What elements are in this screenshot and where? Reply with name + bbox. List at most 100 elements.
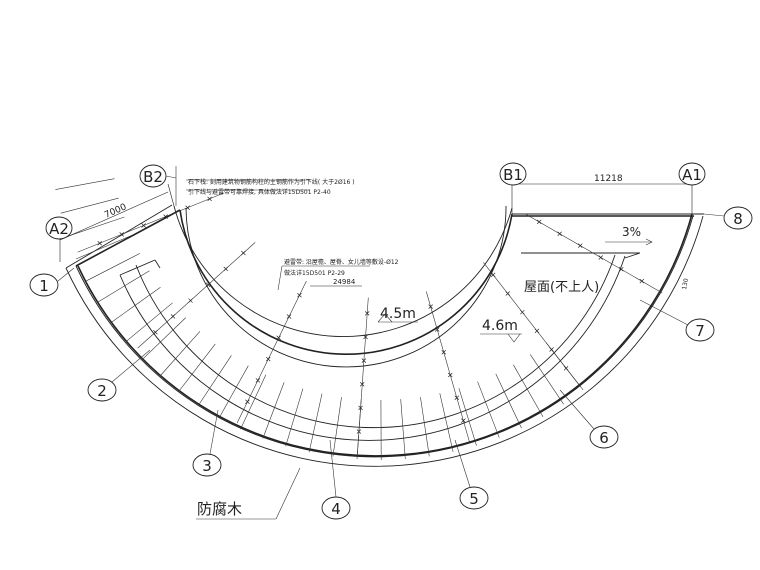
conductor-x-mark [359,382,365,387]
note-conductor-1: 避雷带: 沿屋檐、屋脊、女儿墙等敷设-Ø12 [284,258,399,266]
note-conductor-2: 做法详15D501 P2-29 [284,269,345,277]
conductor-x-mark [266,356,271,362]
conductor-x-mark [286,314,292,319]
conductor-x-mark [461,418,466,423]
conductor-x-mark [188,298,193,303]
conductor-x-mark [441,349,446,355]
dim-a2-b2: 7000 [103,202,128,221]
conductor-x-mark [153,330,158,335]
slat-line [178,343,216,392]
conductor-x-mark [223,266,229,272]
slat-line [86,253,141,282]
slat-line [142,317,187,360]
svg-text:B1: B1 [503,166,523,184]
conductor-x-mark [598,255,603,260]
roof-label: 屋面(不上人) [524,280,599,295]
radial-conductor [357,297,369,456]
conductor-x-mark [141,223,146,228]
grid-bubble-5: 5 [454,439,489,510]
radial-conductor [525,213,663,294]
conductor-x-mark [536,219,542,225]
conductor-x-mark [364,311,370,316]
conductor-x-mark [577,243,583,248]
slat-line [458,388,477,446]
grid-bubble-4: 4 [321,439,351,520]
axis-bubble-A2: A2 [45,216,73,240]
slat-line [439,393,454,452]
dim-side-small: 130 [681,278,690,291]
slat-line [159,331,201,377]
grid-bubble-1: 1 [29,267,75,297]
structure-arcs [65,204,704,467]
conductor-x-mark [563,365,569,371]
conductor-x-mark [428,304,433,309]
lightning-radials [77,192,663,456]
level-mark-1: 4.5m [377,306,418,323]
slat-line [67,216,125,237]
conductor-x-mark [448,372,453,378]
note-downlead-1: 石下栈: 刻用建筑物钢筋构柱的主钢筋作为引下线( 大于2Ø16 ) [188,178,355,186]
dim-arc: 24984 [333,278,356,286]
svg-text:8: 8 [733,210,743,228]
conductor-x-mark [185,205,190,210]
grid-bubble-8: 8 [703,206,753,230]
grid-bubble-7: 7 [639,299,715,342]
slat-line [308,393,323,453]
slat-line [495,373,522,429]
conductor-x-mark [297,292,302,298]
grid-bubble-3: 3 [192,409,222,477]
conductor-x-mark [363,334,368,340]
slat-line [332,397,342,457]
slat-line [55,178,115,190]
conductor-x-mark [454,395,460,401]
conductor-x-mark [97,240,102,246]
svg-text:3: 3 [202,457,212,475]
slat-line [240,374,267,430]
conductor-x-mark [358,405,363,411]
svg-text:4.5m: 4.5m [380,306,416,322]
svg-text:4: 4 [331,500,341,518]
conductor-x-mark [361,358,367,363]
radial-conductor [236,280,307,424]
radial-conductor [77,192,225,253]
conductor-x-mark [619,267,624,272]
slat-line [98,270,150,303]
slat-line [126,302,173,342]
slat-line [60,197,119,214]
conductor-x-mark [205,282,211,287]
slat-line [285,388,304,447]
svg-text:B2: B2 [143,168,163,186]
level-mark-2: 4.6m [480,318,522,343]
slat-line [477,381,500,438]
conductor-x-mark [245,399,250,404]
conductor-x-mark [557,231,562,236]
conductor-x-mark [207,196,212,202]
slat-line [420,396,430,457]
slat-line [218,365,249,419]
dimension-lines [59,178,693,291]
grid-bubble-6: 6 [559,389,619,449]
conductor-x-mark [163,214,168,219]
slope-arrow: 3% [605,225,653,246]
conductor-x-mark [505,291,510,296]
axis-bubble-B1: B1 [499,162,527,186]
svg-text:5: 5 [469,490,479,508]
conductor-x-mark [119,232,124,237]
conductor-x-mark [639,278,645,284]
slat-line [111,286,161,323]
svg-text:防腐木: 防腐木 [197,500,242,518]
conductor-x-mark [434,327,440,332]
slat-line [400,399,406,460]
radial-conductor [426,291,471,444]
svg-text:3%: 3% [622,225,641,239]
conductor-x-mark [170,314,176,319]
dim-b1-a1: 11218 [594,174,623,184]
slat-line [262,382,285,439]
grid-bubble-2: 2 [87,349,151,402]
conductor-x-mark [276,335,281,341]
slat-line [529,354,564,405]
svg-text:1: 1 [39,277,49,295]
conductor-x-mark [520,309,525,315]
note-downlead-2: 引下线与避雷带可靠焊接, 具体做法详15D501 P2-40 [188,188,331,196]
